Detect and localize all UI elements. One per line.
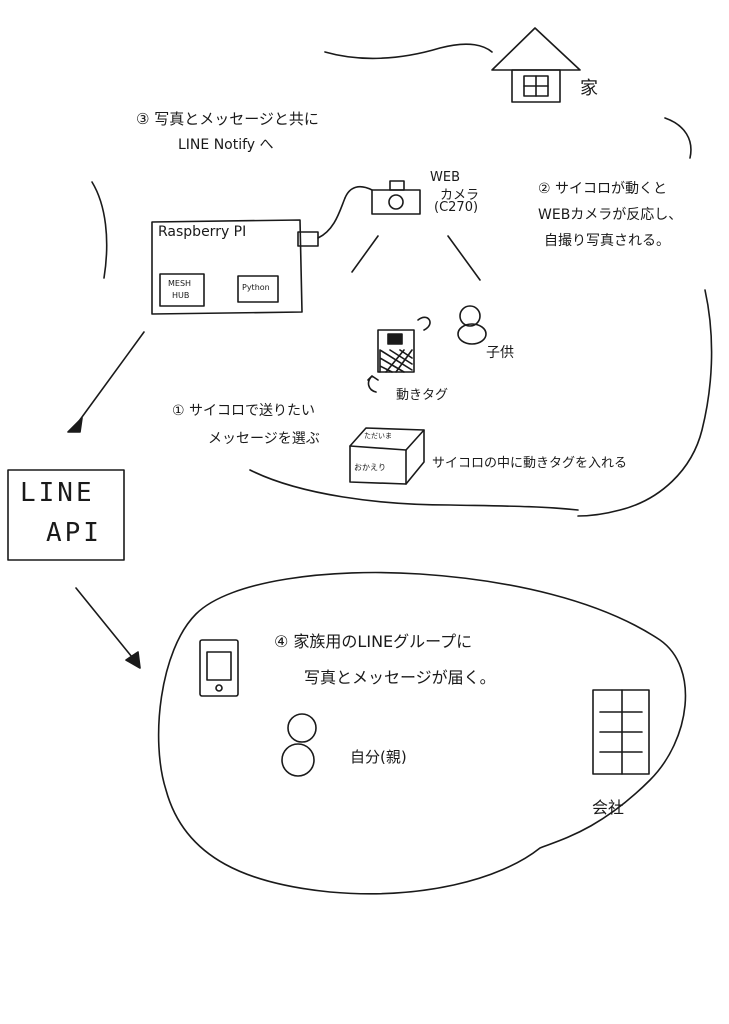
line-api-label-line1: LINE <box>20 478 95 508</box>
raspberry-pi-board <box>151 197 346 315</box>
step2-line3: 自撮り写真される。 <box>544 233 670 249</box>
dice-face-front-label: おかえり <box>354 463 386 472</box>
webcam-icon <box>344 180 481 281</box>
parent-label: 自分(親) <box>350 748 407 766</box>
step1-line2: メッセージを選ぶ <box>208 431 320 447</box>
smartphone-icon <box>199 639 239 697</box>
child-label: 子供 <box>486 345 514 361</box>
child-figure <box>457 305 487 345</box>
motion-tag-label: 動きタグ <box>396 388 449 403</box>
parent-boundary <box>157 571 687 895</box>
house-label: 家 <box>580 78 598 99</box>
raspberry-pi-title: Raspberry PI <box>158 224 247 240</box>
step1-line1: ① サイコロで送りたい <box>172 403 316 419</box>
line-api-box <box>7 469 125 561</box>
arrow-api-to-family <box>75 587 141 669</box>
step4-line2: 写真とメッセージが届く。 <box>304 668 496 687</box>
dice-face-top-label: ただいま <box>364 432 392 440</box>
mesh-hub-label-line2: HUB <box>172 291 190 300</box>
python-label: Python <box>242 283 270 292</box>
parent-figure <box>281 713 317 777</box>
home-boundary-right <box>577 289 713 517</box>
dice-icon <box>349 427 425 485</box>
dice-caption: サイコロの中に動きタグを入れる <box>432 456 628 471</box>
webcam-label-line2: カメラ <box>440 188 480 203</box>
step3-line2: LINE Notify へ <box>178 137 274 153</box>
office-label: 会社 <box>592 798 625 817</box>
arrow-pi-to-api <box>67 331 145 433</box>
home-boundary-bottom <box>249 469 579 511</box>
line-api-label-line2: API <box>46 518 102 548</box>
house-icon <box>491 27 581 103</box>
home-boundary-left <box>91 181 108 279</box>
step2-line2: WEBカメラが反応し、 <box>538 207 683 223</box>
home-boundary-right-top <box>664 117 692 159</box>
step3-line1: ③ 写真とメッセージと共に <box>136 110 319 128</box>
mesh-hub-label-line1: MESH <box>168 279 192 288</box>
step2-line1: ② サイコロが動くと <box>538 181 668 197</box>
home-boundary-top <box>324 43 493 60</box>
step4-line1: ④ 家族用のLINEグループに <box>274 632 473 651</box>
webcam-label-line3: (C270) <box>434 200 479 215</box>
webcam-label-line1: WEB <box>430 170 460 185</box>
office-building-icon <box>592 689 650 775</box>
motion-tag-icon <box>367 316 431 393</box>
